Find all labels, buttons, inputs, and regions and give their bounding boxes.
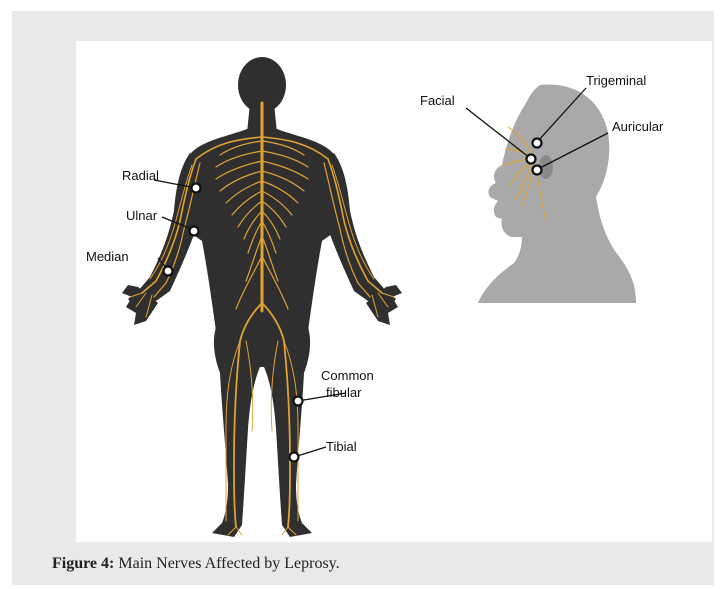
caption-text: Main Nerves Affected by Leprosy.: [114, 555, 339, 572]
marker-median: [164, 267, 173, 276]
label-facial: Facial: [420, 93, 455, 108]
figure-card: Radial Ulnar Median Common fibular Tibia…: [12, 11, 714, 585]
marker-common-fibular: [294, 397, 303, 406]
label-trigeminal: Trigeminal: [586, 73, 646, 88]
label-median: Median: [86, 249, 129, 264]
label-auricular: Auricular: [612, 119, 664, 134]
marker-auricular: [533, 166, 542, 175]
marker-trigeminal: [533, 139, 542, 148]
diagram-svg: Radial Ulnar Median Common fibular Tibia…: [76, 41, 712, 542]
marker-tibial: [290, 453, 299, 462]
marker-radial: [192, 184, 201, 193]
label-ulnar: Ulnar: [126, 208, 158, 223]
label-common-fibular-line1: Common: [321, 368, 374, 383]
label-tibial: Tibial: [326, 439, 357, 454]
marker-ulnar: [190, 227, 199, 236]
nerve-diagram: Radial Ulnar Median Common fibular Tibia…: [76, 41, 712, 542]
label-radial: Radial: [122, 168, 159, 183]
head-silhouette: [478, 84, 636, 303]
label-common-fibular-line2: fibular: [326, 385, 362, 400]
marker-facial: [527, 155, 536, 164]
caption-prefix: Figure 4:: [52, 555, 114, 572]
figure-caption: Figure 4: Main Nerves Affected by Lepros…: [52, 555, 340, 573]
